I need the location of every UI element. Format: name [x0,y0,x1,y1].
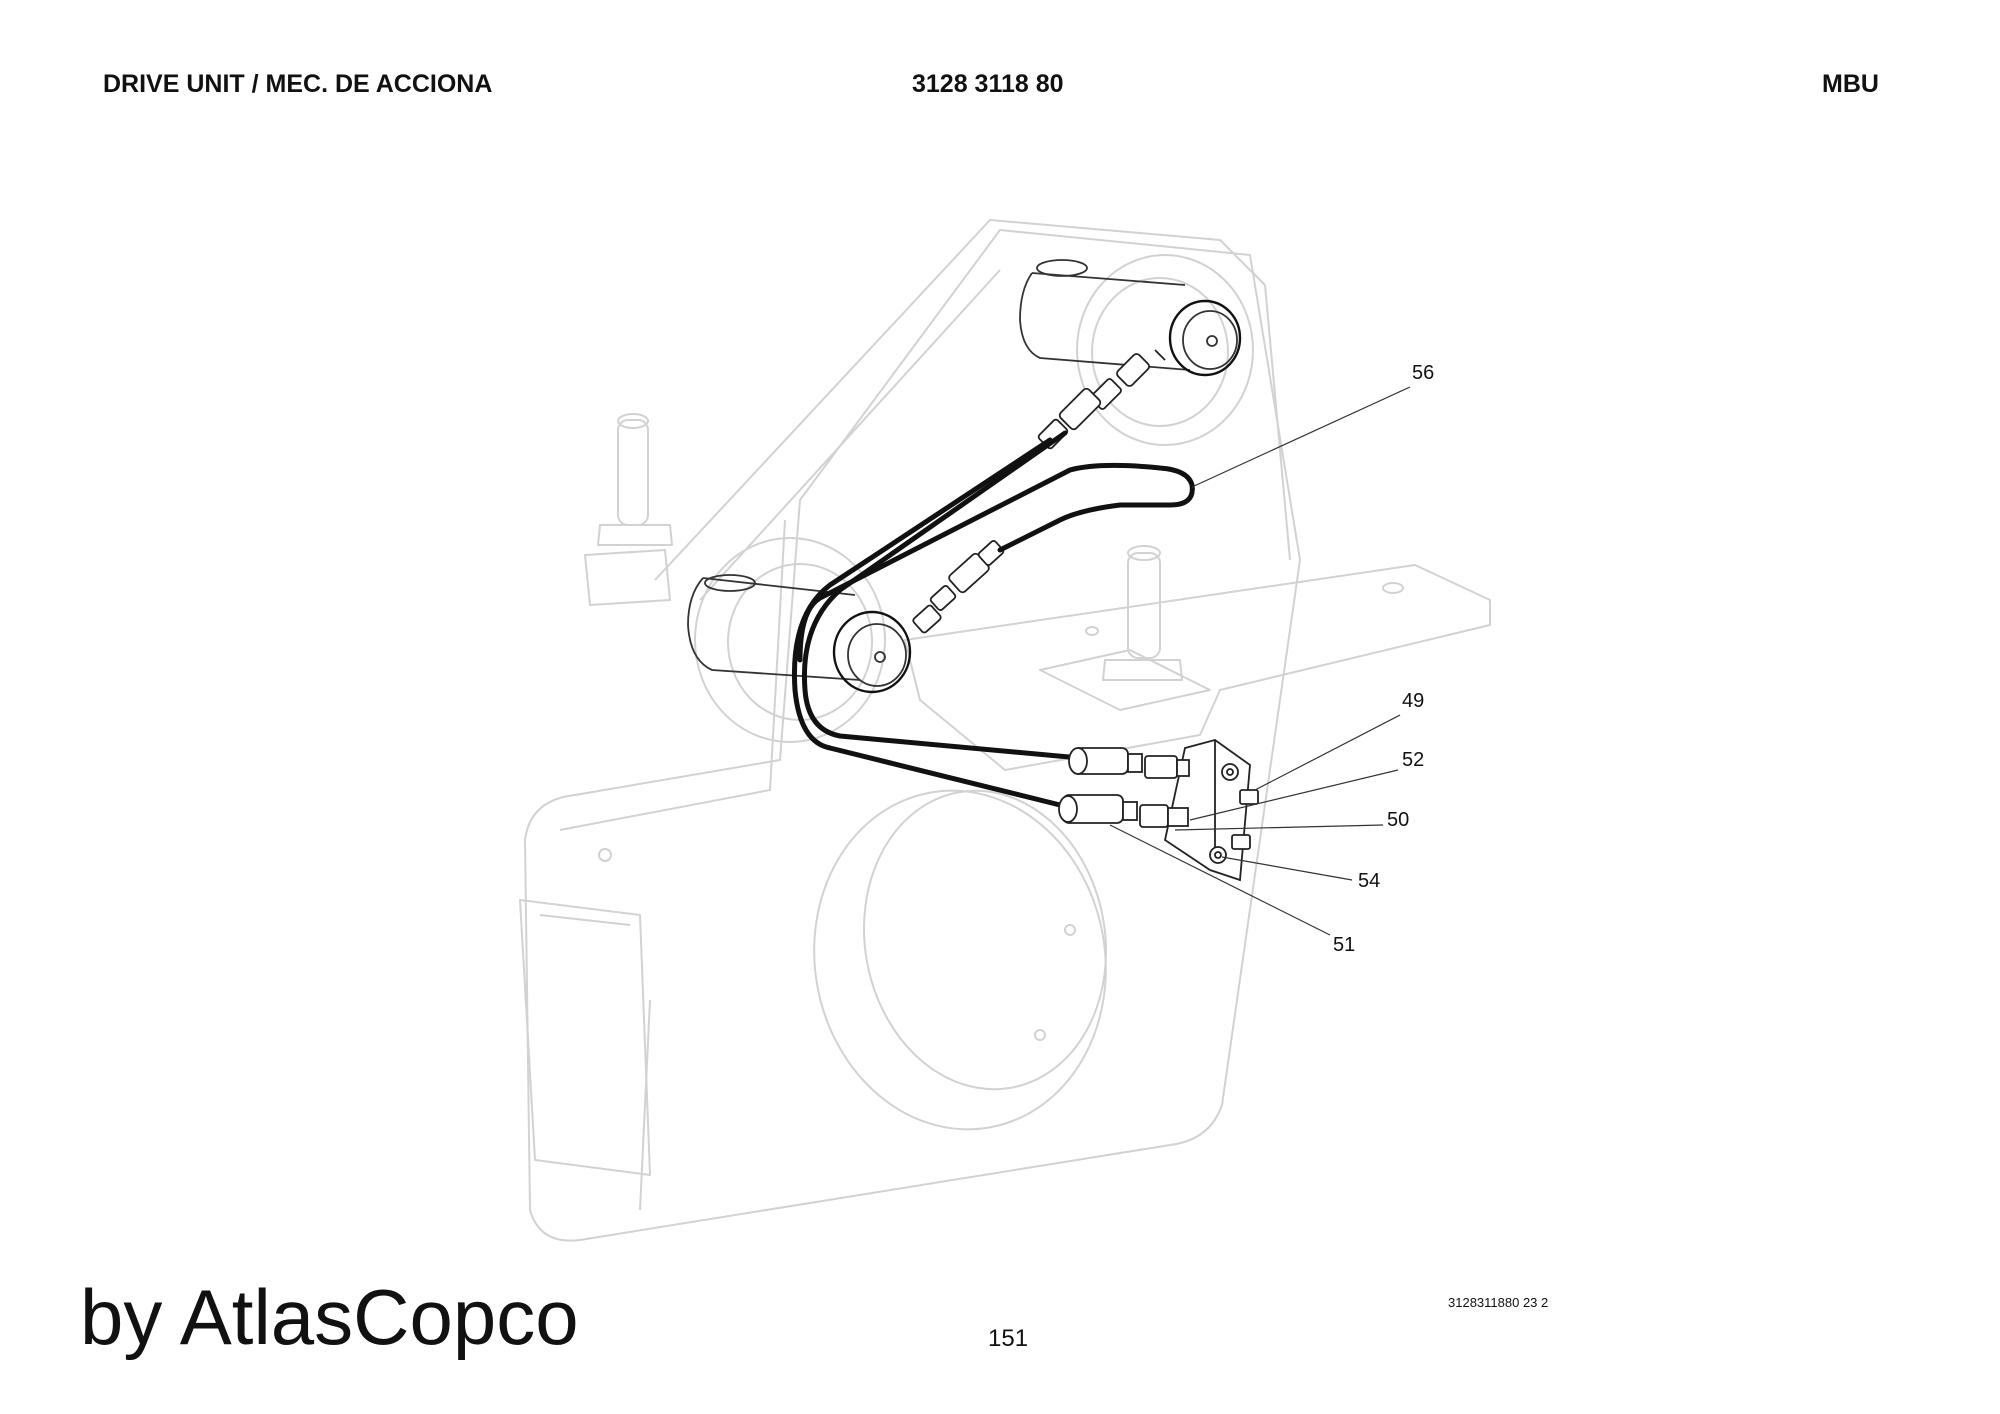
header-part-number: 3128 3118 80 [912,70,1064,98]
leader-lines [1109,386,1411,936]
callout-49: 49 [1402,690,1424,712]
hydraulic-hoses [791,430,1195,810]
upper-fitting-assembly [1037,349,1166,450]
header-model: MBU [1822,70,1879,98]
page-number: 151 [988,1325,1029,1352]
header-title: DRIVE UNIT / MEC. DE ACCIONA [103,70,493,98]
brand-watermark: by AtlasCopco [80,1273,579,1361]
document-reference: 3128311880 23 2 [1448,1295,1549,1310]
lower-fitting-assembly [912,540,1005,634]
hose-connectors [1058,747,1190,828]
drive-unit-housing-ghost [519,219,1491,1242]
callout-50: 50 [1387,809,1409,831]
upper-cylinder [1019,259,1242,377]
callout-52: 52 [1402,749,1424,771]
callout-54: 54 [1358,870,1380,892]
callout-56: 56 [1412,362,1434,384]
callout-51: 51 [1333,934,1355,956]
